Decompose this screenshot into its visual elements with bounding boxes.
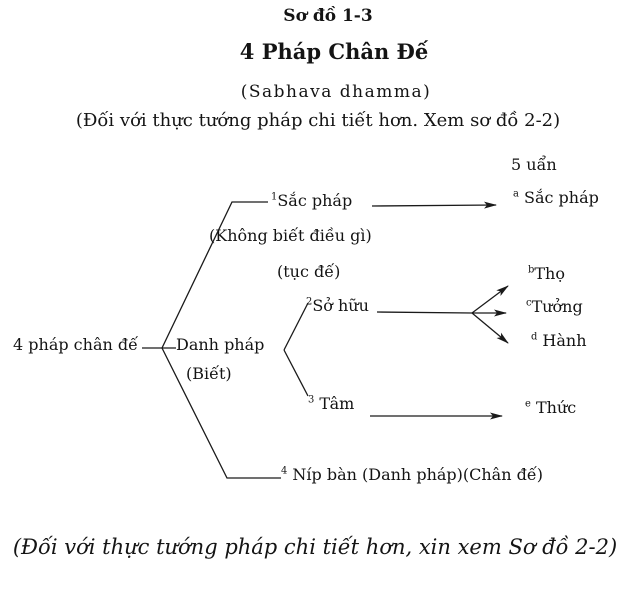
node-nip-ban-label: Níp bàn (Danh pháp)(Chân đế) xyxy=(287,465,543,484)
target-tho-label: Thọ xyxy=(534,264,565,283)
line-sohuu-to-fan xyxy=(376,311,473,314)
target-thuc-sup: e xyxy=(525,398,531,410)
group-header-5-uan: 5 uẩn xyxy=(511,155,557,174)
arrow-sacphap-to-a xyxy=(371,201,497,209)
page-title: Sơ đồ 1-3 xyxy=(283,6,373,26)
page-subtitle: 4 Pháp Chân Đế xyxy=(239,39,429,64)
note-biet: (Biết) xyxy=(186,364,232,383)
note-tuc-de: (tục đế) xyxy=(277,262,341,281)
node-tam-label: Tâm xyxy=(314,394,355,413)
footer-caption: (Đối với thực tướng pháp chi tiết hơn, x… xyxy=(12,535,618,559)
arrow-fan-to-tho xyxy=(471,285,509,314)
node-tam-sup: 3 xyxy=(308,394,315,406)
note-khong-biet: (Không biết điều gì) xyxy=(209,226,372,245)
node-sac-phap-label: Sắc pháp xyxy=(277,191,353,210)
node-so-huu-sup: 2 xyxy=(306,296,313,308)
node-tam: 3 Tâm xyxy=(308,394,355,413)
node-danh-phap: Danh pháp xyxy=(176,335,265,354)
page-note: (Đối với thực tướng pháp chi tiết hơn. X… xyxy=(75,110,561,131)
target-tuong-label: Tưởng xyxy=(531,297,583,316)
target-tho-sup: b xyxy=(528,264,535,276)
line-danh-to-branch2 xyxy=(283,302,309,351)
target-tho: bThọ xyxy=(528,264,565,283)
node-nip-ban: 4 Níp bàn (Danh pháp)(Chân đế) xyxy=(281,465,543,484)
target-thuc-label: Thức xyxy=(530,398,577,417)
target-sac-phap-label: Sắc pháp xyxy=(518,188,599,207)
arrow-fan-to-hanh xyxy=(471,312,509,344)
target-sac-phap-sup: a xyxy=(513,188,519,200)
node-sac-phap-sup: 1 xyxy=(271,191,278,203)
target-hanh-label: Hành xyxy=(537,331,587,350)
page-subtitle-pali: (Sabhava dhamma) xyxy=(240,82,432,102)
target-sac-phap: a Sắc pháp xyxy=(513,188,599,207)
node-sac-phap: 1Sắc pháp xyxy=(271,191,353,210)
target-tuong-sup: c xyxy=(526,297,532,309)
node-so-huu-label: Sở hữu xyxy=(312,296,369,315)
target-hanh: d Hành xyxy=(531,331,587,350)
target-thuc: e Thức xyxy=(525,398,577,417)
target-tuong: cTưởng xyxy=(526,297,583,316)
node-root: 4 pháp chân đế xyxy=(13,335,138,354)
line-danh-to-branch3 xyxy=(283,349,309,397)
line-root-to-branch4 xyxy=(161,347,281,479)
target-hanh-sup: d xyxy=(531,331,538,343)
node-nip-ban-sup: 4 xyxy=(281,465,288,477)
line-root-to-branch1 xyxy=(161,201,268,349)
node-so-huu: 2Sở hữu xyxy=(306,296,369,315)
